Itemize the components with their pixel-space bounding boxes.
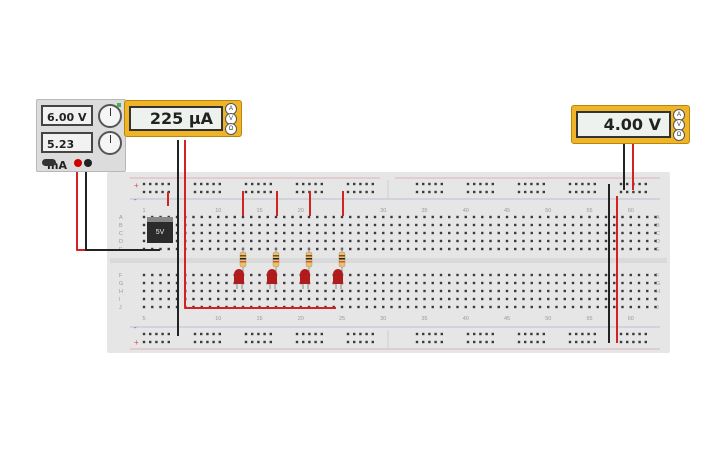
- row-letter-right: F: [656, 273, 660, 279]
- row-letter-right: G: [656, 281, 660, 287]
- column-number-top: 10: [215, 208, 221, 214]
- column-number-top: 55: [586, 208, 592, 214]
- column-number-bottom: 40: [463, 316, 469, 322]
- resistor-band: [339, 255, 345, 257]
- resistor-band: [273, 255, 279, 257]
- column-number-top: 20: [298, 208, 304, 214]
- wire-red-ammeter: [184, 140, 336, 309]
- column-number-bottom: 20: [298, 316, 304, 322]
- row-letter-left: F: [119, 273, 123, 279]
- ammeter[interactable]: 225 µA A V Ω: [124, 100, 242, 137]
- voltmeter[interactable]: 4.00 V A V Ω: [571, 105, 690, 144]
- power-switch[interactable]: [42, 159, 56, 166]
- resistor-band: [306, 255, 312, 257]
- resistor-band: [240, 255, 246, 257]
- voltage-display: 6.00 V: [41, 105, 93, 126]
- column-number-top: 60: [628, 208, 634, 214]
- resistor-band: [240, 258, 246, 260]
- column-number-bottom: 50: [545, 316, 551, 322]
- rail-symbol: +: [134, 338, 139, 347]
- voltage-knob[interactable]: [98, 104, 122, 128]
- resistor-band: [306, 261, 312, 263]
- row-letter-right: B: [656, 223, 660, 229]
- row-letter-right: I: [656, 297, 658, 303]
- row-letter-right: J: [656, 305, 659, 311]
- row-letter-right: C: [656, 231, 660, 237]
- row-letter-right: A: [656, 215, 660, 221]
- voltage-regulator[interactable]: 5V: [147, 217, 173, 243]
- resistor-band: [306, 258, 312, 260]
- resistor-band: [273, 258, 279, 260]
- column-number-bottom: 30: [380, 316, 386, 322]
- row-letter-left: G: [119, 281, 123, 287]
- resistor-band: [339, 261, 345, 263]
- ammeter-button-ohm[interactable]: Ω: [225, 123, 237, 135]
- rail-symbol: +: [134, 181, 139, 190]
- led: [300, 269, 310, 284]
- negative-terminal[interactable]: [84, 159, 92, 167]
- column-number-bottom: 25: [339, 316, 345, 322]
- resistor-band: [240, 261, 246, 263]
- column-number-bottom: 60: [628, 316, 634, 322]
- row-letter-left: D: [119, 239, 123, 245]
- power-supply[interactable]: 6.00 V 5.23 mA: [36, 99, 126, 172]
- row-letter-right: H: [656, 289, 660, 295]
- column-number-top: 35: [421, 208, 427, 214]
- column-number-bottom: 35: [421, 316, 427, 322]
- column-number-bottom: 15: [256, 316, 262, 322]
- status-led: [117, 103, 121, 107]
- resistor-band: [273, 261, 279, 263]
- voltmeter-button-ohm[interactable]: Ω: [673, 129, 685, 141]
- column-number-bottom: 5: [142, 316, 145, 322]
- row-letter-right: E: [656, 247, 660, 253]
- wire-black-psu: [85, 163, 160, 251]
- column-number-top: 45: [504, 208, 510, 214]
- column-number-top: 50: [545, 208, 551, 214]
- row-letter-left: H: [119, 289, 123, 295]
- current-display: 5.23 mA: [41, 132, 93, 172]
- column-number-bottom: 55: [586, 316, 592, 322]
- led: [234, 269, 244, 284]
- row-letter-right: D: [656, 239, 660, 245]
- row-letter-left: J: [119, 305, 122, 311]
- column-number-bottom: 45: [504, 316, 510, 322]
- rail-symbol: -: [134, 323, 137, 332]
- current-knob[interactable]: [98, 131, 122, 155]
- column-number-bottom: 10: [215, 316, 221, 322]
- voltmeter-reading: 4.00 V: [576, 111, 671, 138]
- row-letter-left: A: [119, 215, 123, 221]
- column-number-top: 40: [463, 208, 469, 214]
- column-number-top: 15: [256, 208, 262, 214]
- voltmeter-button-a[interactable]: A: [673, 109, 685, 121]
- row-letter-left: B: [119, 223, 123, 229]
- row-letter-left: I: [119, 297, 121, 303]
- rail-symbol: -: [134, 195, 137, 204]
- resistor-band: [339, 258, 345, 260]
- led: [333, 269, 343, 284]
- ammeter-reading: 225 µA: [129, 106, 223, 131]
- column-number-top: 30: [380, 208, 386, 214]
- positive-terminal[interactable]: [74, 159, 82, 167]
- led: [267, 269, 277, 284]
- column-number-top: 1: [142, 208, 145, 214]
- row-letter-left: C: [119, 231, 123, 237]
- center-channel: [110, 258, 667, 263]
